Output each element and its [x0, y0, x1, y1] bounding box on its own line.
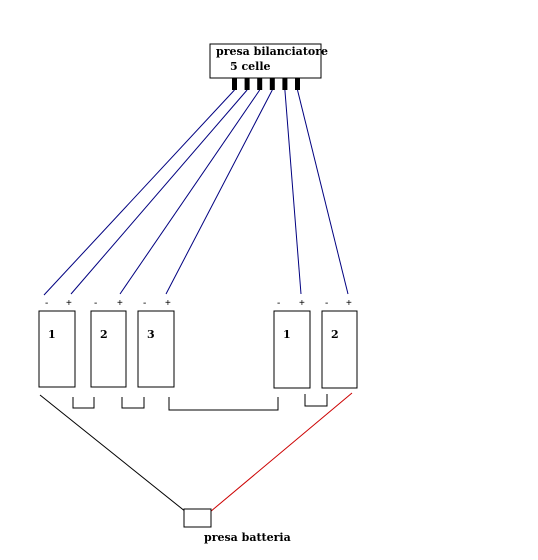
balancer-title-line1: presa bilanciatore	[216, 45, 328, 58]
series-link-4-5	[304, 394, 328, 407]
balancer-pin	[232, 78, 237, 90]
balancer-pin	[282, 78, 288, 90]
plus-sign: +	[66, 298, 72, 309]
cell-box	[90, 310, 127, 388]
series-link-1-2	[72, 397, 95, 409]
balancer-box	[209, 43, 322, 79]
battery-plug-box	[183, 508, 212, 528]
minus-sign: -	[277, 298, 280, 309]
battery-plug-label: presa batteria	[204, 531, 291, 544]
cell-number: 2	[331, 328, 339, 341]
balance-wire	[119, 89, 261, 295]
cell-number: 3	[147, 328, 155, 341]
plus-sign: +	[346, 298, 352, 309]
balancer-title-line2: 5 celle	[230, 60, 271, 73]
balancer-pins	[232, 78, 300, 90]
balancer-connector: presa bilanciatore 5 celle	[209, 43, 328, 90]
balance-wire	[165, 89, 273, 295]
plus-sign: +	[299, 298, 305, 309]
series-links	[72, 394, 328, 411]
balancer-pin	[257, 78, 263, 90]
balancer-pin	[269, 78, 275, 90]
balance-wire	[43, 89, 235, 296]
series-link-2-3	[121, 397, 145, 409]
balance-wires	[43, 89, 349, 296]
plus-sign: +	[117, 298, 123, 309]
cell-box	[321, 310, 358, 389]
balancer-pin	[295, 78, 300, 90]
plus-sign: +	[165, 298, 171, 309]
battery-plug: presa batteria	[183, 508, 291, 544]
balance-wire	[70, 89, 248, 295]
minus-sign: -	[325, 298, 328, 309]
cell-box	[273, 310, 311, 389]
main-negative-wire	[39, 394, 187, 513]
cell-number: 2	[100, 328, 108, 341]
series-link-3-4	[168, 397, 279, 411]
minus-sign: -	[143, 298, 146, 309]
balance-wire	[284, 89, 302, 295]
cell-box	[38, 310, 76, 388]
cell-box	[137, 310, 175, 388]
balancer-pin	[244, 78, 250, 90]
cell-number: 1	[283, 328, 291, 341]
minus-sign: -	[94, 298, 97, 309]
balance-wire	[297, 89, 349, 295]
minus-sign: -	[45, 298, 48, 309]
main-positive-wire	[209, 392, 353, 513]
cells: 1 - +2 - +3 - +1 - +2 - +	[38, 298, 358, 389]
cell-number: 1	[48, 328, 56, 341]
